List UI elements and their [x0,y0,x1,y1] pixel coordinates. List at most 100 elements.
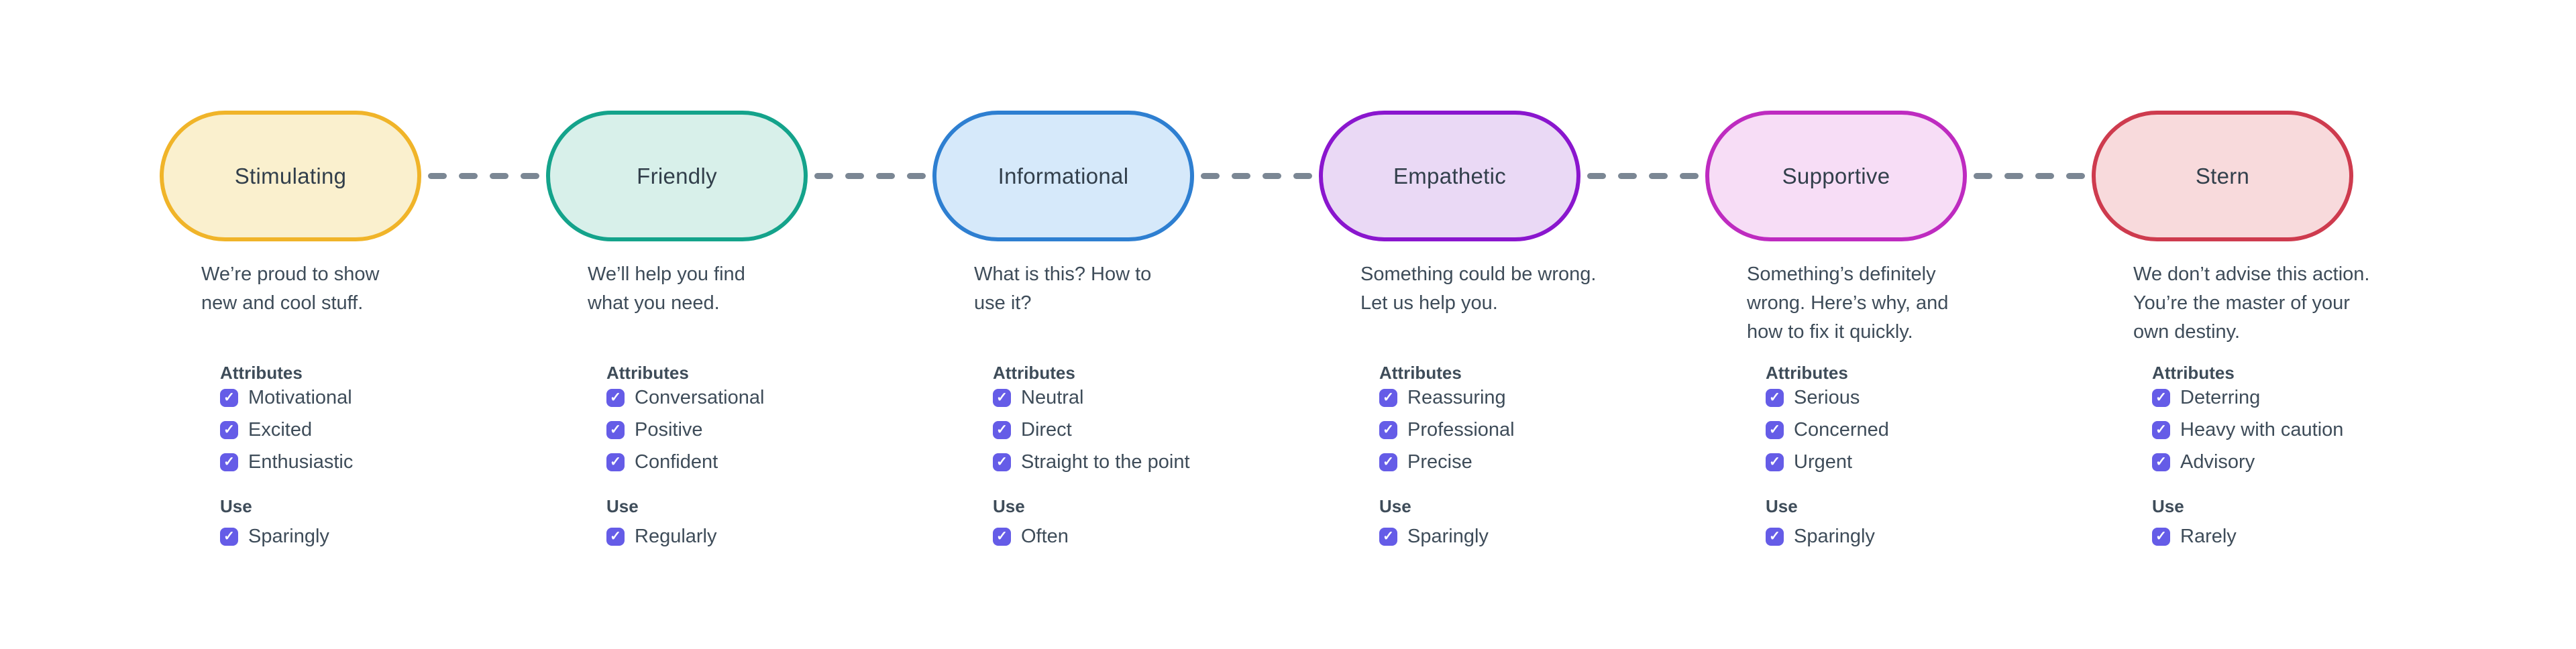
use-option-label: Often [1021,526,1069,547]
attribute-option[interactable]: ✓ Advisory [2152,451,2478,473]
use-section: Use ✓ Sparingly [1319,495,1705,547]
use-list: ✓ Often [993,526,1319,547]
checkmark-icon: ✓ [223,528,235,544]
checkbox-checked-icon[interactable]: ✓ [606,421,625,439]
checkbox-checked-icon[interactable]: ✓ [1379,453,1397,471]
checkmark-icon: ✓ [2155,454,2167,469]
connector-dash [2035,173,2054,179]
attribute-option[interactable]: ✓ Professional [1379,419,1705,440]
checkmark-icon: ✓ [1383,528,1394,544]
checkbox-checked-icon[interactable]: ✓ [1766,453,1784,471]
use-option[interactable]: ✓ Rarely [2152,526,2478,547]
checkmark-icon: ✓ [223,390,235,405]
use-option[interactable]: ✓ Often [993,526,1319,547]
attribute-option[interactable]: ✓ Concerned [1766,419,2092,440]
connector-dash [876,173,895,179]
connector-dash [1618,173,1637,179]
attributes-section: Attributes ✓ Conversational ✓ Positive ✓… [546,362,932,473]
checkbox-checked-icon[interactable]: ✓ [220,421,238,439]
attribute-option[interactable]: ✓ Urgent [1766,451,2092,473]
attributes-list: ✓ Motivational ✓ Excited ✓ Enthusiastic [220,387,546,473]
attribute-option[interactable]: ✓ Enthusiastic [220,451,546,473]
connector-dash [1201,173,1220,179]
connector-dash [907,173,926,179]
checkbox-checked-icon[interactable]: ✓ [993,453,1011,471]
checkbox-checked-icon[interactable]: ✓ [1379,528,1397,546]
attribute-option-label: Reassuring [1407,387,1506,408]
attribute-option[interactable]: ✓ Positive [606,419,932,440]
attribute-option-label: Neutral [1021,387,1084,408]
attributes-section: Attributes ✓ Neutral ✓ Direct ✓ Straight… [932,362,1319,473]
attribute-option[interactable]: ✓ Precise [1379,451,1705,473]
connector-dashes [808,173,932,179]
attribute-option-label: Professional [1407,419,1515,440]
checkbox-checked-icon[interactable]: ✓ [993,389,1011,407]
checkbox-checked-icon[interactable]: ✓ [2152,528,2170,546]
use-option-label: Regularly [635,526,717,547]
checkbox-checked-icon[interactable]: ✓ [220,389,238,407]
use-section: Use ✓ Often [932,495,1319,547]
checkbox-checked-icon[interactable]: ✓ [1766,528,1784,546]
attribute-option-label: Serious [1794,387,1860,408]
tone-description: What is this? How to use it? [974,263,1152,314]
checkbox-checked-icon[interactable]: ✓ [2152,389,2170,407]
attribute-option[interactable]: ✓ Straight to the point [993,451,1319,473]
tone-pill-wrap: Supportive [1705,111,2085,241]
use-list: ✓ Sparingly [1379,526,1705,547]
connector-dash [1649,173,1668,179]
checkbox-checked-icon[interactable]: ✓ [2152,453,2170,471]
checkbox-checked-icon[interactable]: ✓ [606,453,625,471]
attribute-option[interactable]: ✓ Heavy with caution [2152,419,2478,440]
attribute-option[interactable]: ✓ Conversational [606,387,932,408]
checkmark-icon: ✓ [996,528,1008,544]
attribute-option[interactable]: ✓ Reassuring [1379,387,1705,408]
tone-column: Friendly We’ll help you find what you ne… [546,111,932,547]
attributes-section: Attributes ✓ Reassuring ✓ Professional ✓… [1319,362,1705,473]
checkbox-checked-icon[interactable]: ✓ [993,421,1011,439]
connector-dash [814,173,833,179]
use-option[interactable]: ✓ Regularly [606,526,932,547]
checkbox-checked-icon[interactable]: ✓ [606,528,625,546]
use-section: Use ✓ Regularly [546,495,932,547]
attribute-option[interactable]: ✓ Motivational [220,387,546,408]
checkbox-checked-icon[interactable]: ✓ [1766,389,1784,407]
attribute-option-label: Confident [635,451,718,473]
connector-dash [459,173,478,179]
attribute-option[interactable]: ✓ Confident [606,451,932,473]
checkbox-checked-icon[interactable]: ✓ [606,389,625,407]
attribute-option[interactable]: ✓ Direct [993,419,1319,440]
checkbox-checked-icon[interactable]: ✓ [1379,389,1397,407]
tone-pill: Informational [932,111,1194,241]
checkbox-checked-icon[interactable]: ✓ [993,528,1011,546]
checkbox-checked-icon[interactable]: ✓ [220,453,238,471]
checkmark-icon: ✓ [1383,454,1394,469]
tone-description: We’re proud to show new and cool stuff. [201,263,380,314]
use-heading: Use [220,496,252,516]
checkmark-icon: ✓ [2155,422,2167,437]
use-option-label: Sparingly [1407,526,1489,547]
attribute-option-label: Straight to the point [1021,451,1190,473]
use-list: ✓ Sparingly [220,526,546,547]
checkmark-icon: ✓ [996,422,1008,437]
attributes-section: Attributes ✓ Deterring ✓ Heavy with caut… [2092,362,2478,473]
attribute-option[interactable]: ✓ Deterring [2152,387,2478,408]
use-option[interactable]: ✓ Sparingly [1379,526,1705,547]
use-option[interactable]: ✓ Sparingly [1766,526,2092,547]
use-option[interactable]: ✓ Sparingly [220,526,546,547]
connector-dash [521,173,539,179]
connector-dashes [1580,173,1705,179]
checkbox-checked-icon[interactable]: ✓ [220,528,238,546]
attribute-option[interactable]: ✓ Neutral [993,387,1319,408]
attribute-option[interactable]: ✓ Serious [1766,387,2092,408]
tone-description: We don’t advise this action. You’re the … [2133,263,2370,343]
tone-description: Something could be wrong. Let us help yo… [1360,263,1597,314]
checkbox-checked-icon[interactable]: ✓ [1766,421,1784,439]
attribute-option-label: Concerned [1794,419,1889,440]
tone-pill: Stern [2092,111,2353,241]
checkbox-checked-icon[interactable]: ✓ [1379,421,1397,439]
attributes-section: Attributes ✓ Motivational ✓ Excited ✓ En… [160,362,546,473]
attribute-option[interactable]: ✓ Excited [220,419,546,440]
checkbox-checked-icon[interactable]: ✓ [2152,421,2170,439]
attributes-heading: Attributes [1766,363,1848,383]
checkmark-icon: ✓ [610,390,621,405]
